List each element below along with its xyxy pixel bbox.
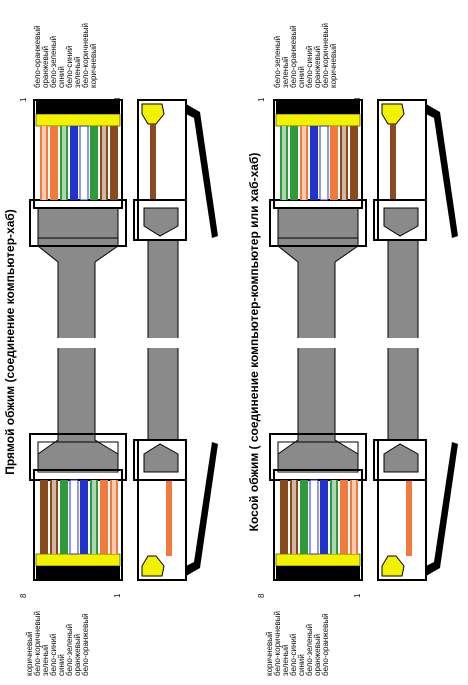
straight-bottom-label: бело-зеленый bbox=[65, 624, 74, 676]
pin-number: 1 bbox=[353, 593, 362, 598]
straight-diagram: Прямой обжим (соединение компьютер-хаб) … bbox=[3, 23, 218, 676]
rj45-latch-icon bbox=[133, 99, 218, 241]
cross-bottom-label: бело-зеленый bbox=[305, 624, 314, 676]
straight-top-label: бело-зеленый bbox=[49, 36, 58, 88]
cross-diagram: Косой обжим ( соединение компьютер-компь… bbox=[247, 23, 458, 676]
pin-number: 1 bbox=[19, 97, 28, 102]
wires-top bbox=[280, 125, 358, 201]
rj45-latch-icon bbox=[373, 439, 458, 581]
straight-bottom-label: бело-оранжевый bbox=[81, 613, 90, 676]
rj45-latch-icon bbox=[133, 439, 218, 581]
cable-break bbox=[295, 338, 339, 348]
cross-top-label: бело-зеленый bbox=[273, 36, 282, 88]
cross-bottom-label: оранжевый bbox=[313, 634, 322, 676]
straight-top-label: бело-синий bbox=[65, 46, 74, 88]
cross-bottom-label: зеленый bbox=[281, 644, 290, 676]
straight-bottom-label: бело-коричневый bbox=[33, 611, 42, 676]
rj45-plug-icon bbox=[269, 433, 367, 581]
cross-top-label: бело-коричневый bbox=[321, 23, 330, 88]
cross-top-label: бело-синий bbox=[305, 46, 314, 88]
cross-bottom-label: бело-синий bbox=[289, 634, 298, 676]
straight-bottom-label: коричневый bbox=[25, 632, 34, 676]
rj45-latch-icon bbox=[373, 99, 458, 241]
cross-top-label: зеленый bbox=[281, 56, 290, 88]
cross-top-label: бело-оранжевый bbox=[289, 25, 298, 88]
wires-top bbox=[40, 125, 118, 201]
cross-top-label: синий bbox=[297, 66, 306, 88]
cross-title: Косой обжим ( соединение компьютер-компь… bbox=[247, 153, 261, 532]
cable-break bbox=[386, 338, 420, 348]
straight-top-label: оранжевый bbox=[41, 46, 50, 88]
cable-break bbox=[146, 338, 180, 348]
pin-number: 1 bbox=[113, 593, 122, 598]
straight-top-label: бело-оранжевый bbox=[33, 25, 42, 88]
straight-top-label: коричневый bbox=[89, 44, 98, 88]
straight-bottom-labels: коричневый бело-коричневый зеленый бело-… bbox=[25, 611, 90, 676]
cross-bottom-labels: коричневый бело-коричневый зеленый бело-… bbox=[265, 611, 330, 676]
straight-bottom-label: оранжевый bbox=[73, 634, 82, 676]
pin-number: 8 bbox=[257, 593, 266, 598]
straight-top-labels: бело-оранжевый оранжевый бело-зеленый си… bbox=[33, 23, 98, 88]
cross-top-label: коричневый bbox=[329, 44, 338, 88]
straight-bottom-label: синий bbox=[57, 654, 66, 676]
cross-top-labels: бело-зеленый зеленый бело-оранжевый сини… bbox=[273, 23, 338, 88]
straight-top-label: зеленый bbox=[73, 56, 82, 88]
pin-number: 1 bbox=[257, 97, 266, 102]
cross-bottom-label: бело-коричневый bbox=[273, 611, 282, 676]
straight-title: Прямой обжим (соединение компьютер-хаб) bbox=[3, 209, 17, 475]
cross-bottom-label: коричневый bbox=[265, 632, 274, 676]
wires-bottom bbox=[280, 479, 358, 555]
straight-bottom-label: бело-синий bbox=[49, 634, 58, 676]
rj45-plug-icon bbox=[29, 433, 127, 581]
cable-break bbox=[55, 338, 99, 348]
cross-bottom-label: бело-оранжевый bbox=[321, 613, 330, 676]
wires-bottom bbox=[40, 479, 118, 555]
cross-bottom-label: синий bbox=[297, 654, 306, 676]
straight-top-label: бело-коричневый bbox=[81, 23, 90, 88]
rj45-plug-icon bbox=[29, 99, 127, 247]
rj45-plug-icon bbox=[269, 99, 367, 247]
straight-bottom-label: зеленый bbox=[41, 644, 50, 676]
cross-top-label: оранжевый bbox=[313, 46, 322, 88]
pin-number: 8 bbox=[19, 593, 28, 598]
straight-top-label: синий bbox=[57, 66, 66, 88]
